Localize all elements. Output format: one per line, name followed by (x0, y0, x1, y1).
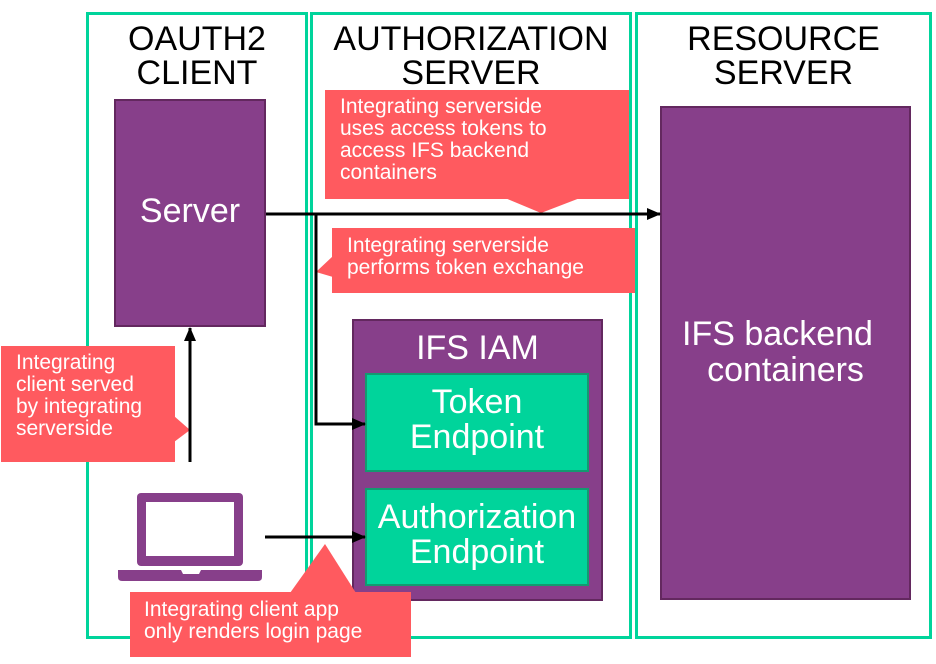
zone-title-line2: SERVER (713, 54, 854, 92)
callout-line: performs token exchange (347, 256, 584, 279)
ifs-backend-containers-node[interactable]: IFS backend containers (660, 106, 911, 600)
callout-line: Integrating client app (144, 598, 339, 621)
callout-access-tokens: Integrating serverside uses access token… (325, 90, 629, 199)
server-label: Server (139, 192, 241, 230)
callout-token-exchange: Integrating serverside performs token ex… (332, 228, 635, 293)
backend-label-line2: containers (707, 351, 864, 389)
zone-oauth2-client: OAUTH2 CLIENT (86, 12, 308, 639)
token-endpoint-line2: Endpoint (409, 418, 545, 456)
authorization-endpoint-line2: Endpoint (409, 533, 545, 571)
callout-line: only renders login page (144, 620, 363, 643)
server-node[interactable]: Server (114, 99, 266, 327)
ifs-iam-label: IFS IAM (416, 329, 539, 367)
callout-line: by integrating (16, 395, 143, 418)
zone-resource-server: RESOURCE SERVER (635, 12, 932, 639)
zone-title-oauth2-client: OAUTH2 CLIENT (89, 22, 305, 90)
callout-line: serverside (16, 417, 113, 440)
callout-line: containers (340, 161, 437, 184)
zone-title-line1: AUTHORIZATION (333, 20, 609, 58)
backend-label: IFS backend containers (662, 316, 909, 388)
callout-line: access IFS backend (340, 139, 530, 162)
callout-login-page: Integrating client app only renders logi… (130, 592, 411, 657)
callout-line: Integrating (16, 351, 116, 374)
authorization-endpoint-node[interactable]: Authorization Endpoint (365, 488, 589, 586)
zone-authorization-server: AUTHORIZATION SERVER (310, 12, 632, 639)
callout-line: client served (16, 373, 134, 396)
zone-title-authorization-server: AUTHORIZATION SERVER (313, 22, 629, 90)
backend-label-line1: IFS backend (682, 315, 873, 353)
callout-line: Integrating serverside (347, 234, 549, 257)
callout-line: uses access tokens to (340, 117, 547, 140)
token-endpoint-node[interactable]: Token Endpoint (365, 373, 589, 472)
zone-title-resource-server: RESOURCE SERVER (638, 22, 929, 90)
callout-client-served: Integrating client served by integrating… (1, 346, 175, 462)
zone-title-line1: OAUTH2 (128, 20, 266, 58)
token-endpoint-line1: Token (431, 383, 523, 421)
zone-title-line2: SERVER (401, 54, 541, 92)
zone-title-line2: CLIENT (136, 54, 258, 92)
zone-title-line1: RESOURCE (687, 20, 880, 58)
callout-line: Integrating serverside (340, 95, 542, 118)
authorization-endpoint-line1: Authorization (377, 498, 577, 536)
